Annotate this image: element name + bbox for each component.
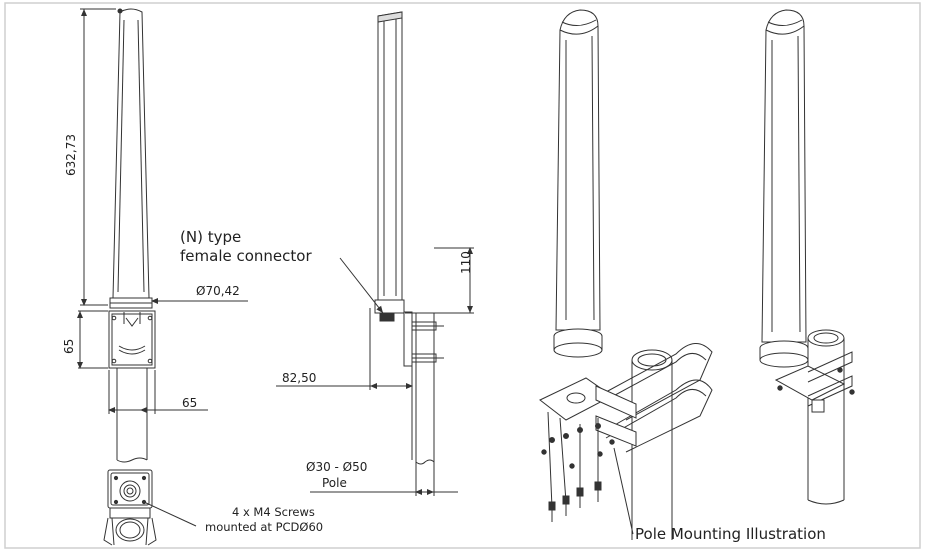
screws-label-line1: 4 x M4 Screws: [232, 505, 315, 519]
offset-dimension-label: 82,50: [282, 371, 317, 385]
isometric-assembled-view: [759, 9, 855, 505]
front-view: [77, 8, 248, 463]
screws-label-line2: mounted at PCDØ60: [205, 520, 324, 534]
connector-label-line1: (N) type: [180, 228, 242, 246]
connector-height-label: 110: [459, 251, 473, 274]
bracket-height-label: 65: [62, 338, 76, 354]
isometric-exploded-view: [539, 9, 713, 540]
connector-label-line2: female connector: [180, 247, 312, 265]
base-diameter-label: Ø70,42: [196, 284, 240, 298]
sheet-border: [4, 2, 921, 549]
pole-label: Pole: [322, 476, 347, 490]
side-view: [276, 11, 474, 496]
pole-range-label: Ø30 - Ø50: [306, 460, 368, 474]
illustration-caption: Pole Mounting Illustration: [635, 525, 826, 543]
height-dimension-label: 632,73: [64, 134, 78, 176]
bottom-view: [103, 469, 197, 546]
bracket-width-label: 65: [182, 396, 198, 410]
